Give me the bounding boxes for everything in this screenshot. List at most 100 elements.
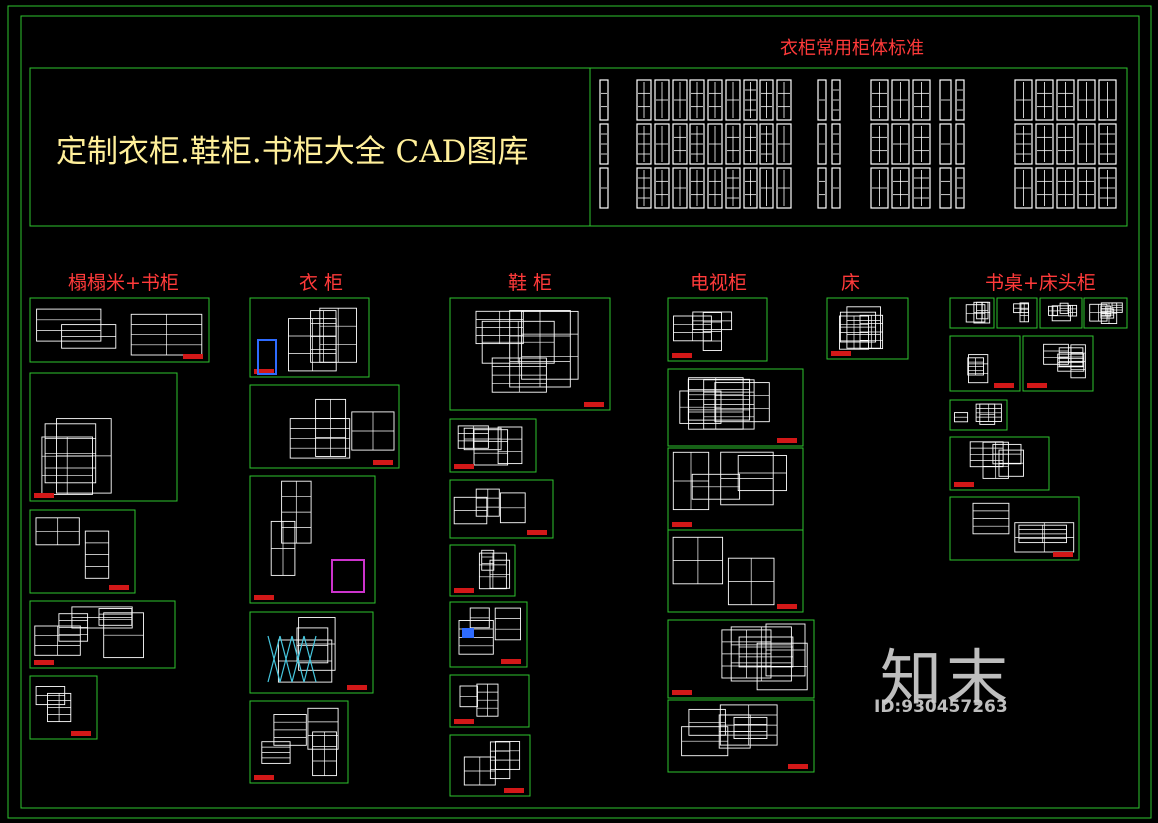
drawing-panel: [667, 619, 815, 699]
cabinet-elevation: [831, 123, 841, 165]
drawing-stamp: [254, 775, 274, 780]
cabinet-elevation: [1056, 167, 1075, 209]
cyan-pattern-detail: [267, 635, 317, 683]
cabinet-elevation: [654, 79, 670, 121]
cabinet-elevation: [743, 167, 758, 209]
cabinet-elevation: [707, 79, 723, 121]
cabinet-elevation: [759, 123, 774, 165]
cabinet-elevation: [1035, 167, 1054, 209]
cabinet-elevation: [636, 167, 652, 209]
drawing-stamp: [994, 383, 1014, 388]
drawing-stamp: [347, 685, 367, 690]
category-label-shoe-cabinet: 鞋 柜: [508, 272, 553, 294]
drawing-stamp: [501, 659, 521, 664]
blue-accent-detail: [257, 339, 277, 375]
cabinet-elevation: [725, 79, 741, 121]
drawing-panel: [1083, 297, 1128, 329]
drawing-stamp: [1027, 383, 1047, 388]
cabinet-elevation: [1014, 79, 1033, 121]
cabinet-elevation: [891, 167, 910, 209]
drawing-stamp: [672, 690, 692, 695]
cabinet-elevation: [912, 123, 931, 165]
cabinet-elevation: [939, 123, 952, 165]
drawing-panel: [449, 544, 516, 597]
inner-border: [20, 15, 1140, 809]
cabinet-elevation: [870, 167, 889, 209]
cabinet-elevation: [1098, 123, 1117, 165]
cabinet-elevation: [831, 167, 841, 209]
cabinet-elevation: [725, 167, 741, 209]
cabinet-elevation: [912, 79, 931, 121]
cabinet-elevation: [955, 167, 965, 209]
cabinet-elevation: [1035, 79, 1054, 121]
drawing-stamp: [34, 493, 54, 498]
cabinet-elevation: [870, 123, 889, 165]
cabinet-elevation: [1014, 123, 1033, 165]
drawing-panel: [249, 384, 400, 469]
drawing-panel: [29, 509, 136, 594]
drawing-panel: [949, 335, 1021, 392]
drawing-stamp: [1053, 552, 1073, 557]
drawing-stamp: [254, 595, 274, 600]
drawing-stamp: [183, 354, 203, 359]
drawing-panel: [949, 399, 1008, 431]
drawing-stamp: [777, 604, 797, 609]
drawing-panel: [29, 600, 176, 669]
cabinet-elevation: [743, 79, 758, 121]
drawing-panel: [667, 447, 804, 531]
drawing-stamp: [109, 585, 129, 590]
cabinet-elevation: [707, 167, 723, 209]
cabinet-elevation: [654, 167, 670, 209]
drawing-panel: [826, 297, 909, 360]
cabinet-elevation: [1077, 167, 1096, 209]
drawing-stamp: [672, 353, 692, 358]
drawing-stamp: [527, 530, 547, 535]
drawing-stamp: [788, 764, 808, 769]
cabinet-elevation: [776, 123, 792, 165]
drawing-stamp: [672, 522, 692, 527]
category-label-tatami: 榻榻米+书柜: [68, 272, 179, 294]
drawing-stamp: [504, 788, 524, 793]
drawing-panel: [949, 297, 995, 329]
drawing-panel: [249, 297, 370, 378]
magenta-accent-detail: [331, 559, 365, 593]
drawing-stamp: [454, 719, 474, 724]
cabinet-elevation: [939, 79, 952, 121]
cabinet-elevation: [636, 79, 652, 121]
drawing-panel: [449, 418, 537, 473]
cabinet-elevation: [870, 79, 889, 121]
cabinet-elevation: [707, 123, 723, 165]
title-block: [29, 67, 1128, 227]
cabinet-elevation: [817, 79, 827, 121]
drawing-panel: [249, 475, 376, 604]
cabinet-elevation: [1098, 79, 1117, 121]
drawing-panel: [29, 675, 98, 740]
standards-title: 衣柜常用柜体标准: [780, 38, 924, 59]
cabinet-elevation: [636, 123, 652, 165]
cabinet-standards-grid: [599, 79, 1117, 209]
cabinet-elevation: [955, 79, 965, 121]
cabinet-elevation: [599, 167, 609, 209]
cabinet-elevation: [599, 79, 609, 121]
drawing-panel: [1022, 335, 1094, 392]
drawing-panel: [249, 700, 349, 784]
drawing-stamp: [584, 402, 604, 407]
drawing-stamp: [373, 460, 393, 465]
cabinet-elevation: [689, 167, 705, 209]
cabinet-elevation: [891, 79, 910, 121]
drawing-stamp: [954, 482, 974, 487]
category-label-wardrobe: 衣 柜: [299, 272, 344, 294]
drawing-stamp: [454, 588, 474, 593]
blue-block-detail: [462, 628, 474, 638]
watermark-id: ID:930457263: [874, 697, 1008, 717]
cabinet-elevation: [759, 167, 774, 209]
drawing-panel: [449, 479, 554, 539]
drawing-panel: [449, 734, 531, 797]
cabinet-elevation: [689, 123, 705, 165]
drawing-stamp: [454, 464, 474, 469]
cabinet-elevation: [817, 167, 827, 209]
drawing-panels: [29, 297, 1128, 797]
watermark-logo: 知末: [880, 642, 1013, 715]
cabinet-elevation: [1014, 167, 1033, 209]
cabinet-elevation: [1077, 123, 1096, 165]
